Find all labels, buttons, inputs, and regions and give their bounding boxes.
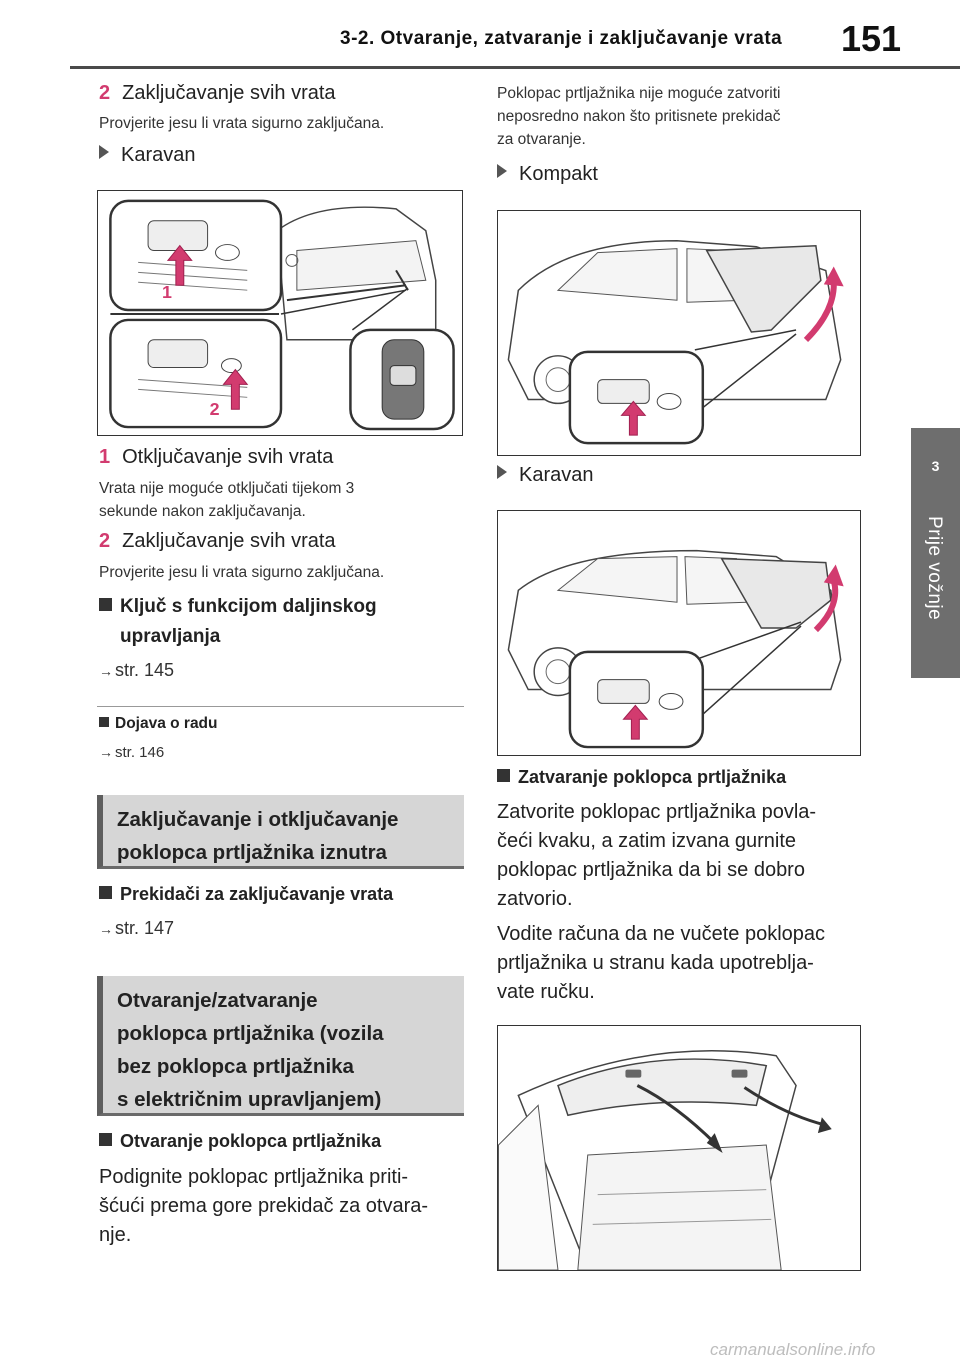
ref-arrow-icon: → <box>99 921 113 937</box>
square-bullet-icon <box>99 717 109 727</box>
heading-text: Zatvaranje poklopca prtljažnika <box>518 767 787 787</box>
figure-door-handle-key: 1 2 <box>97 190 463 436</box>
desc-line: sekunde nakon zaključavanja. <box>99 503 306 520</box>
section-title: 3-2. Otvaranje, zatvaranje i zaključavan… <box>340 28 783 49</box>
chapter-number: 3 <box>931 458 940 474</box>
item-label: Otključavanje svih vrata <box>122 446 334 468</box>
close-trunk-text: Zatvorite poklopac prtljažnika povla- če… <box>497 798 867 914</box>
box-title-line: s električnim upravljanjem) <box>117 1088 382 1111</box>
figure-1-illustration: 1 2 <box>109 199 455 431</box>
header-rule <box>70 66 960 69</box>
square-bullet-icon <box>99 886 112 899</box>
lock-all-item: 2 Zaključavanje svih vrata <box>99 530 336 553</box>
body-line: nje. <box>99 1224 132 1246</box>
item-label: Zaključavanje svih vrata <box>122 530 336 552</box>
callout-1: 1 <box>162 282 172 302</box>
box-title-line: poklopca prtljažnika iznutra <box>117 841 387 864</box>
note-line: Poklopac prtljažnika nije moguće zatvori… <box>497 85 781 102</box>
lock-all-item-top: 2 Zaključavanje svih vrata <box>99 82 336 105</box>
open-trunk-text: Podignite poklopac prtljažnika priti- šć… <box>99 1163 469 1250</box>
ref-arrow-icon: → <box>99 663 113 679</box>
remote-key-ref[interactable]: →str. 145 <box>99 660 174 681</box>
close-trunk-heading: Zatvaranje poklopca prtljažnika <box>497 762 786 792</box>
lock-all-desc: Provjerite jesu li vrata sigurno zaključ… <box>99 564 385 581</box>
ref-arrow-icon: → <box>99 744 113 760</box>
body-line: zatvorio. <box>497 888 573 910</box>
kompakt-label: Kompakt <box>497 163 598 186</box>
item-number: 1 <box>99 446 111 468</box>
box-title-line: Otvaranje/zatvaranje <box>117 989 318 1012</box>
item-number: 2 <box>99 530 111 552</box>
figure-4-illustration <box>498 1050 832 1270</box>
note-line: za otvaranje. <box>497 131 586 148</box>
body-line: prtljažnika u stranu kada upotreblja- <box>497 952 814 974</box>
callout-2: 2 <box>210 399 220 419</box>
unlock-all-desc: Vrata nije moguće otključati tijekom 3 s… <box>99 477 354 523</box>
figure-3-illustration <box>507 549 844 749</box>
dojava-heading: Dojava o radu <box>99 715 218 733</box>
chapter-tab: 3 Prije vožnje <box>911 428 960 678</box>
heading-text: Dojava o radu <box>115 715 218 732</box>
figure-trunk-interior <box>497 1025 861 1271</box>
square-bullet-icon <box>99 1133 112 1146</box>
karavan-label-right: Karavan <box>497 464 594 487</box>
body-line: vate ručku. <box>497 981 595 1003</box>
figure-2-illustration <box>507 240 844 445</box>
note-line: neposredno nakon što pritisnete prekidač <box>497 108 781 125</box>
body-line: šćući prema gore prekidač za otvara- <box>99 1195 429 1217</box>
square-bullet-icon <box>99 598 112 611</box>
triangle-bullet-icon <box>497 465 507 479</box>
body-line: poklopac prtljažnika da bi se dobro <box>497 859 805 881</box>
close-trunk-caution: Vodite računa da ne vučete poklopac prtl… <box>497 920 867 1007</box>
box-title-line: poklopca prtljažnika (vozila <box>117 1022 384 1045</box>
box-title-line: bez poklopca prtljažnika <box>117 1055 354 1078</box>
section-box-trunk: Otvaranje/zatvaranje poklopca prtljažnik… <box>97 976 464 1116</box>
door-switches-ref[interactable]: →str. 147 <box>99 918 174 939</box>
section-box-interior-lock: Zaključavanje i otključavanje poklopca p… <box>97 795 464 869</box>
figure-karavan-trunk <box>497 510 861 756</box>
page-number: 151 <box>841 18 902 59</box>
ref-text: str. 145 <box>115 660 175 680</box>
item-label: Zaključavanje svih vrata <box>122 82 336 104</box>
open-trunk-heading: Otvaranje poklopca prtljažnika <box>99 1126 381 1156</box>
body-line: Podignite poklopac prtljažnika priti- <box>99 1166 409 1188</box>
door-switches-heading: Prekidači za zaključavanje vrata <box>99 879 393 909</box>
heading-text: upravljanja <box>120 626 221 647</box>
heading-text: Otvaranje poklopca prtljažnika <box>120 1131 382 1151</box>
remote-key-heading: Ključ s funkcijom daljinskog upravljanja <box>99 592 377 652</box>
dojava-ref[interactable]: →str. 146 <box>99 744 164 761</box>
triangle-bullet-icon <box>99 145 109 159</box>
body-line: Vodite računa da ne vučete poklopac <box>497 923 826 945</box>
square-bullet-icon <box>497 769 510 782</box>
body-line: čeći kvaku, a zatim izvana gurnite <box>497 830 797 852</box>
triangle-bullet-icon <box>497 164 507 178</box>
desc-line: Vrata nije moguće otključati tijekom 3 <box>99 480 355 497</box>
body-line: Zatvorite poklopac prtljažnika povla- <box>497 801 817 823</box>
lock-all-desc-top: Provjerite jesu li vrata sigurno zaključ… <box>99 115 385 132</box>
heading-text: Ključ s funkcijom daljinskog <box>120 596 377 617</box>
ref-text: str. 146 <box>115 744 165 761</box>
chapter-label: Prije vožnje <box>924 516 945 621</box>
item-number: 2 <box>99 82 111 104</box>
unlock-all-item: 1 Otključavanje svih vrata <box>99 446 333 469</box>
variant-label: Kompakt <box>519 163 598 185</box>
ref-text: str. 147 <box>115 918 175 938</box>
heading-text: Prekidači za zaključavanje vrata <box>120 884 394 904</box>
section-divider <box>97 706 464 707</box>
box-title-line: Zaključavanje i otključavanje <box>117 808 399 831</box>
karavan-label-left: Karavan <box>99 144 196 167</box>
variant-label: Karavan <box>519 464 594 486</box>
watermark: carmanualsonline.info <box>710 1340 876 1359</box>
variant-label: Karavan <box>121 144 196 166</box>
trunk-note: Poklopac prtljažnika nije moguće zatvori… <box>497 82 781 151</box>
figure-kompakt-trunk <box>497 210 861 456</box>
